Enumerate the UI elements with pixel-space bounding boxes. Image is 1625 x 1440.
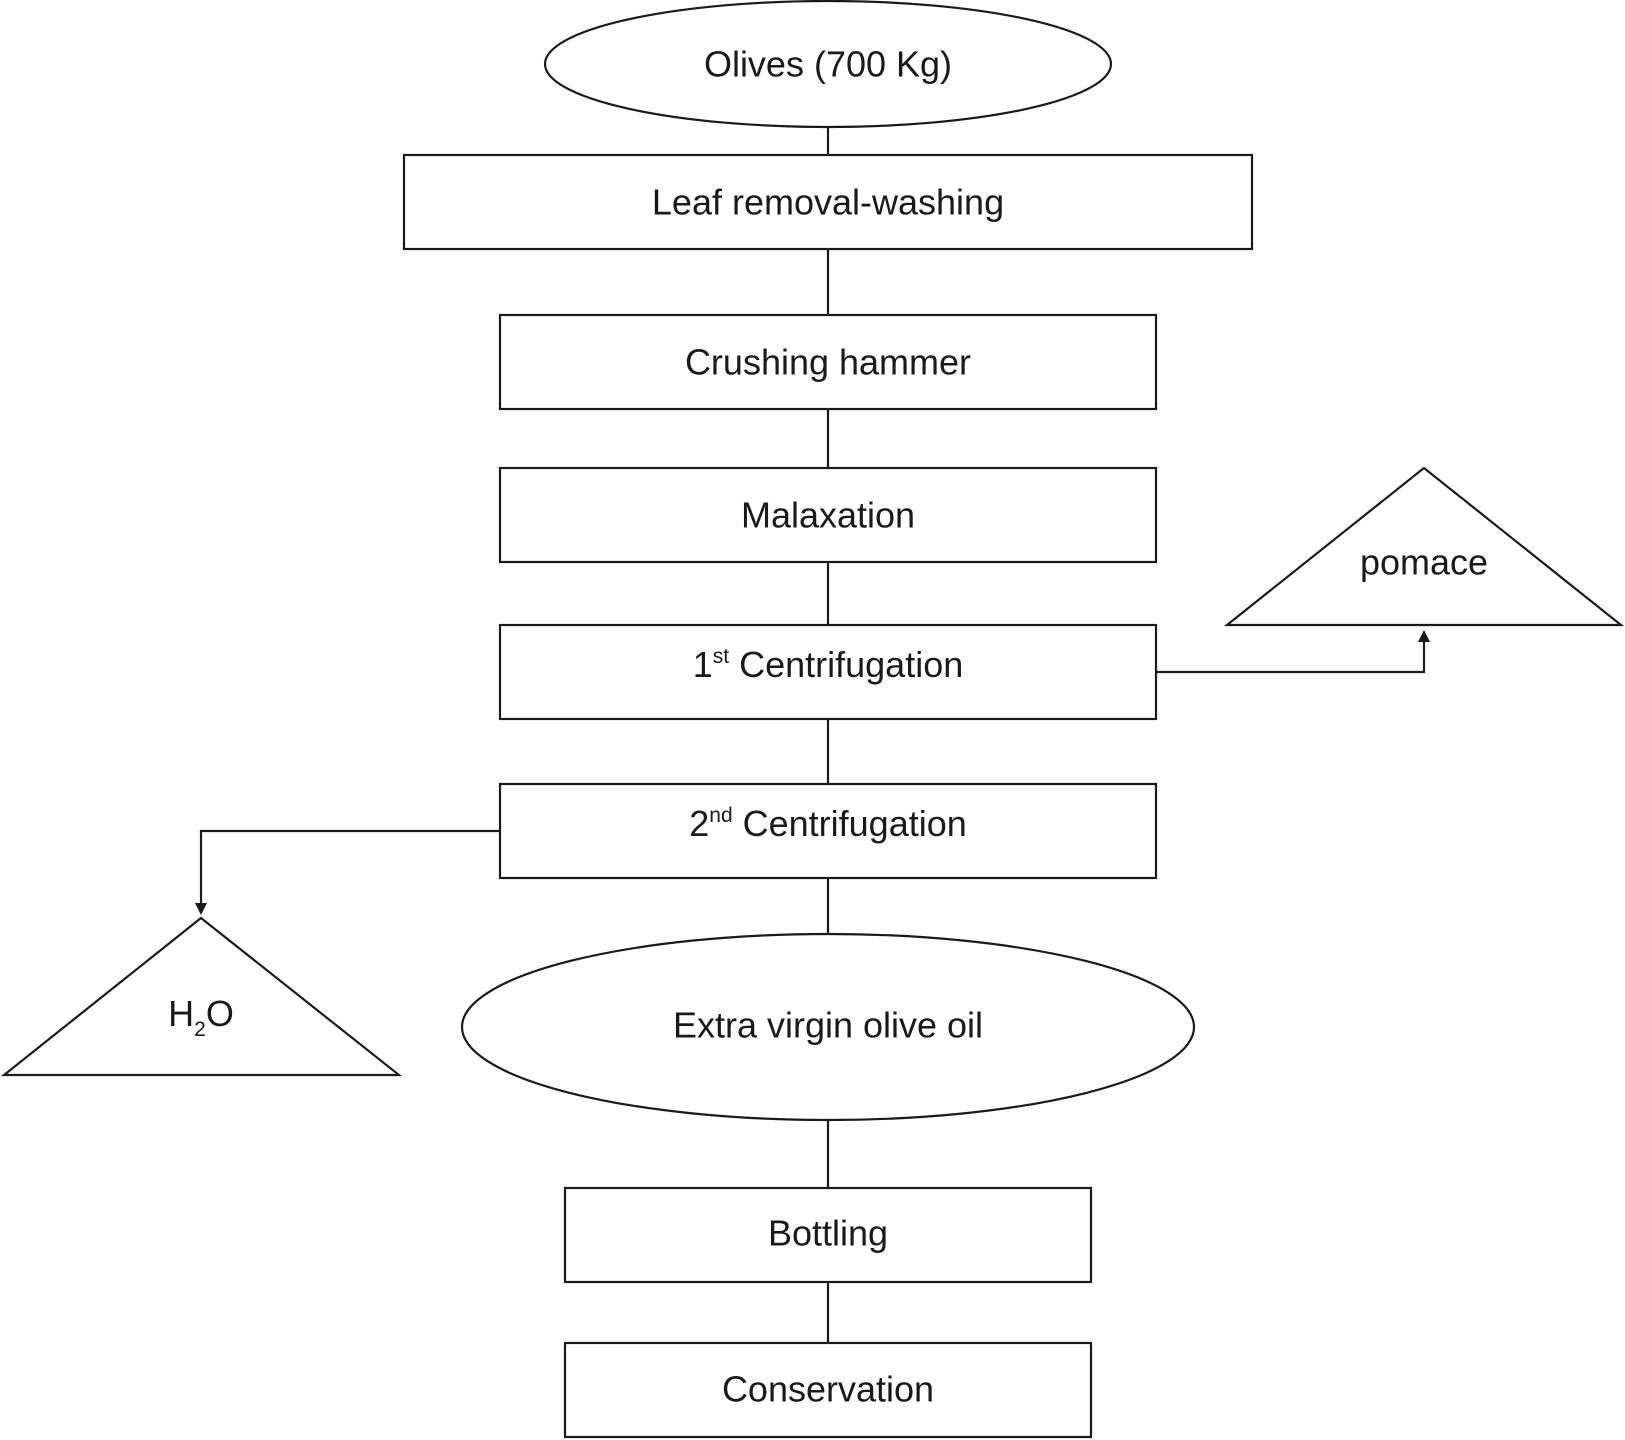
conservation-node: Conservation <box>563 1341 1093 1439</box>
leaf-removal-label: Leaf removal-washing <box>652 182 1004 223</box>
pomace-label: pomace <box>1360 542 1488 583</box>
centrifugation1-box <box>498 623 1158 721</box>
malaxation-node: Malaxation <box>498 466 1158 564</box>
water-node: H2O <box>0 916 403 1077</box>
centrifugation2-box <box>498 782 1158 880</box>
water-o: O <box>206 993 234 1034</box>
conservation-label: Conservation <box>722 1369 934 1410</box>
centrifugation2-text: Centrifugation <box>733 803 967 844</box>
olives-label: Olives (700 Kg) <box>704 44 952 85</box>
crushing-node: Crushing hammer <box>498 313 1158 411</box>
centrifugation2-number: 2 <box>689 803 709 844</box>
bottling-node: Bottling <box>563 1186 1093 1284</box>
centrifugation2-label: 2nd Centrifugation <box>689 803 967 844</box>
centrifugation1-suffix: st <box>713 645 730 668</box>
centrifugation2-suffix: nd <box>709 804 732 827</box>
centrifugation2-node: 2nd Centrifugation <box>498 782 1158 880</box>
water-label: H2O <box>168 993 234 1041</box>
centrifugation1-label: 1st Centrifugation <box>693 644 964 685</box>
arrow-to-pomace <box>1156 630 1430 674</box>
water-h: H <box>168 993 194 1034</box>
conservation-box <box>563 1341 1093 1439</box>
crushing-label: Crushing hammer <box>685 342 971 383</box>
water-subscript: 2 <box>194 1018 206 1041</box>
leaf-removal-node: Leaf removal-washing <box>402 153 1254 251</box>
centrifugation1-text: Centrifugation <box>729 644 963 685</box>
oil-ellipse <box>460 932 1196 1122</box>
arrow-to-water <box>195 829 500 915</box>
oil-node: Extra virgin olive oil <box>460 932 1196 1122</box>
bottling-label: Bottling <box>768 1213 888 1254</box>
leaf-removal-box <box>402 153 1254 251</box>
centrifugation1-node: 1st Centrifugation <box>498 623 1158 721</box>
malaxation-label: Malaxation <box>741 495 915 536</box>
bottling-box <box>563 1186 1093 1284</box>
malaxation-box <box>498 466 1158 564</box>
pomace-node: pomace <box>1223 466 1625 627</box>
olives-node: Olives (700 Kg) <box>543 0 1113 129</box>
water-triangle <box>0 916 403 1077</box>
oil-label: Extra virgin olive oil <box>673 1005 983 1046</box>
pomace-triangle <box>1223 466 1625 627</box>
olives-ellipse <box>543 0 1113 129</box>
centrifugation1-number: 1 <box>693 644 713 685</box>
crushing-box <box>498 313 1158 411</box>
